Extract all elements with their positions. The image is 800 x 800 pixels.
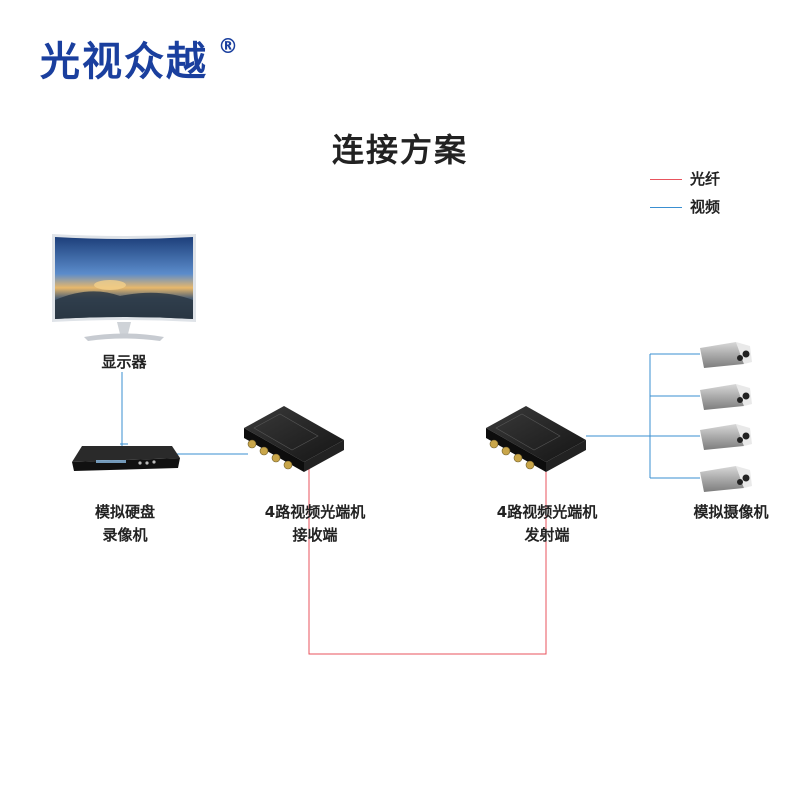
camera-icon-3 <box>700 424 752 450</box>
legend-label-fiber: 光纤 <box>690 170 721 188</box>
dvr-label-line2: 录像机 <box>102 526 148 544</box>
monitor-label: 显示器 <box>101 353 147 371</box>
video-line-swatch <box>650 207 682 208</box>
dvr-icon <box>72 443 180 471</box>
camera-icon-1 <box>700 342 752 368</box>
page-title: 连接方案 <box>331 131 468 169</box>
dvr-label: 模拟硬盘 录像机 <box>70 501 180 547</box>
fiber-line-swatch <box>650 179 682 180</box>
transmitter-box-icon <box>486 406 586 472</box>
camera-icon-2 <box>700 384 752 410</box>
receiver-label-line2: 接收端 <box>292 526 338 544</box>
transmitter-label-line1: 4路视频光端机 <box>496 503 598 521</box>
registered-mark: ® <box>218 34 238 58</box>
camera-icon-4 <box>700 466 752 492</box>
video-links <box>121 353 700 479</box>
cameras-label: 模拟摄像机 <box>693 503 769 521</box>
transmitter-label-line2: 发射端 <box>524 526 570 544</box>
receiver-box-icon <box>244 406 344 472</box>
receiver-label-line1: 4路视频光端机 <box>264 503 366 521</box>
legend-label-video: 视频 <box>690 198 721 216</box>
monitor-icon <box>52 234 196 341</box>
brand-logo: 光视众越 <box>40 39 208 85</box>
transmitter-label: 4路视频光端机 发射端 <box>472 501 622 547</box>
receiver-label: 4路视频光端机 接收端 <box>240 501 390 547</box>
dvr-label-line1: 模拟硬盘 <box>94 503 155 521</box>
fiber-link <box>308 465 547 655</box>
